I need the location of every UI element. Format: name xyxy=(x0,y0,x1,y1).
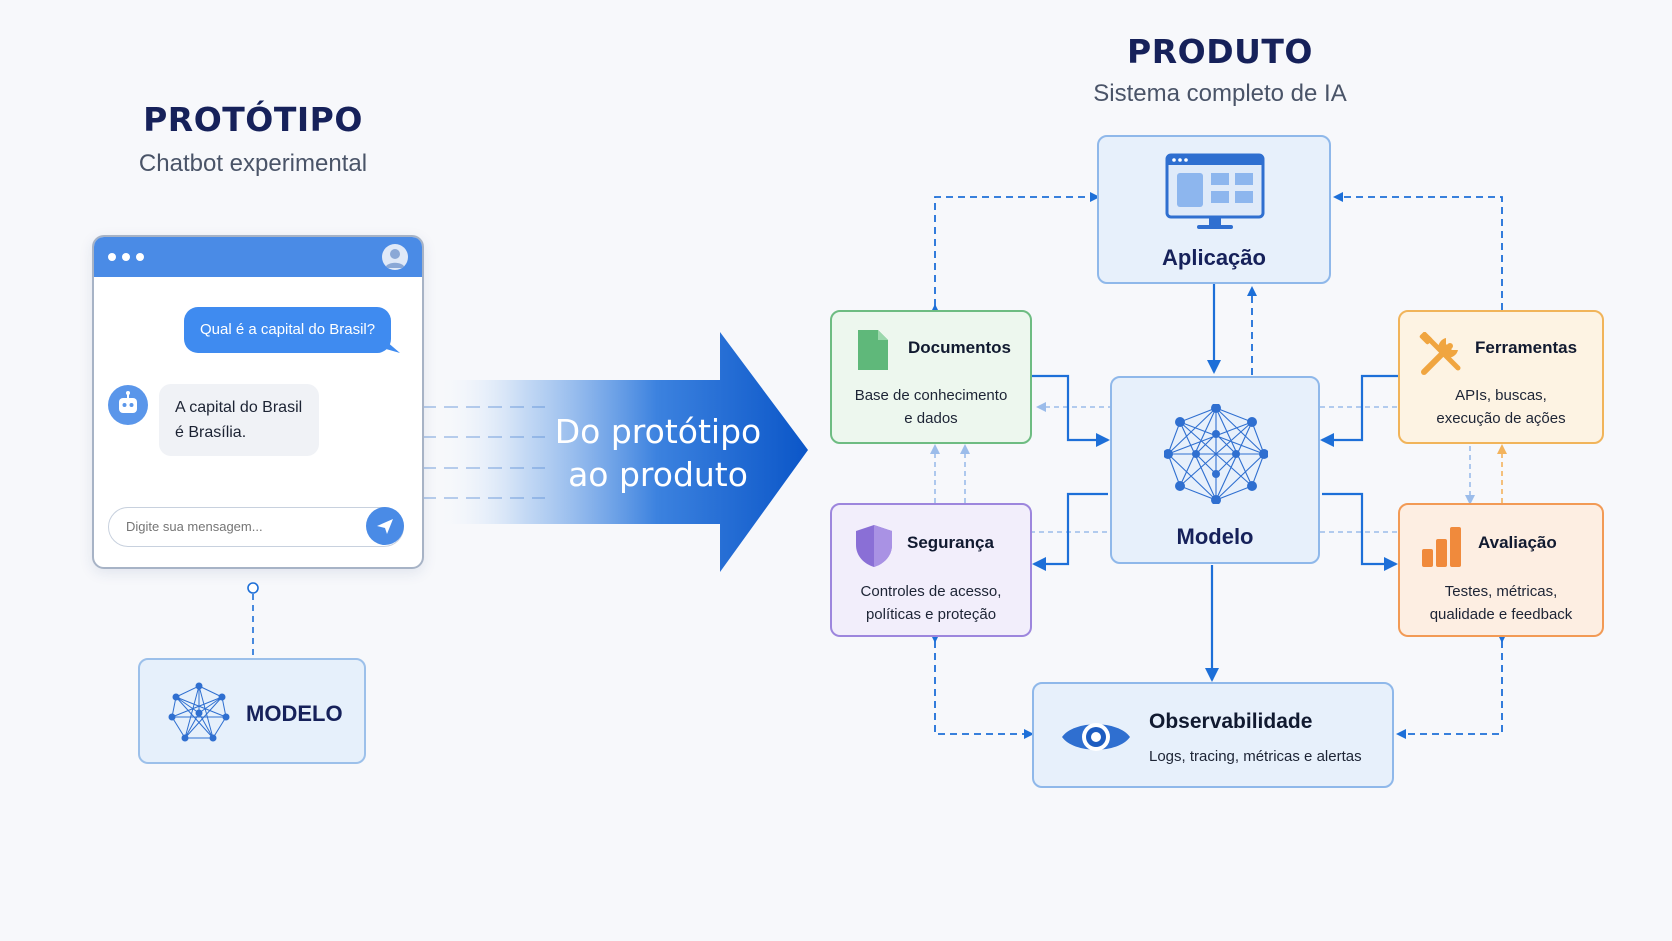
ferramentas-desc-line: execução de ações xyxy=(1436,410,1566,427)
window-dot-icon xyxy=(122,253,130,261)
avaliacao-desc-line: Testes, métricas, xyxy=(1444,583,1558,600)
user-message-bubble: Qual é a capital do Brasil? xyxy=(184,307,392,353)
dashed-loops xyxy=(930,192,1507,739)
node-observabilidade: Observabilidade Logs, tracing, métricas … xyxy=(1032,682,1394,788)
transition-label-line: Do protótipo xyxy=(554,412,762,451)
node-seguranca: Segurança Controles de acesso, políticas… xyxy=(830,503,1032,637)
bot-message-line: A capital do Brasil xyxy=(175,399,303,416)
avaliacao-desc: Testes, métricas, qualidade e feedback xyxy=(1400,580,1602,626)
node-aplicacao: Aplicação xyxy=(1097,135,1331,284)
prototype-model-link xyxy=(247,582,259,656)
transition-arrow xyxy=(422,332,808,572)
prototype-model-label: MODELO xyxy=(246,701,343,726)
send-icon xyxy=(377,519,393,534)
chat-window: Qual é a capital do Brasil? A capital do… xyxy=(92,235,424,569)
product-title: PRODUTO xyxy=(1127,32,1313,71)
shield-icon xyxy=(856,525,892,567)
application-window-icon xyxy=(1165,153,1265,229)
ferramentas-desc-line: APIs, buscas, xyxy=(1455,387,1547,404)
window-dot-icon xyxy=(136,253,144,261)
node-ferramentas: Ferramentas APIs, buscas, execução de aç… xyxy=(1398,310,1604,444)
chat-header xyxy=(94,237,422,277)
node-modelo: Modelo xyxy=(1110,376,1320,564)
transition-label-line: ao produto xyxy=(568,455,748,494)
modelo-title: Modelo xyxy=(1176,524,1254,549)
neural-network-icon xyxy=(168,682,230,742)
bar-chart-icon xyxy=(1422,527,1461,567)
window-dot-icon xyxy=(108,253,116,261)
observabilidade-title: Observabilidade xyxy=(1149,710,1313,733)
transition-label: Do protótipo ao produto xyxy=(548,410,768,496)
aplicacao-title: Aplicação xyxy=(1162,245,1266,270)
seguranca-desc-line: políticas e proteção xyxy=(865,606,997,623)
message-input-field[interactable] xyxy=(108,507,404,547)
documentos-desc: Base de conhecimento e dados xyxy=(832,384,1030,430)
ferramentas-desc: APIs, buscas, execução de ações xyxy=(1400,384,1602,430)
tools-icon xyxy=(1419,332,1461,375)
light-links xyxy=(930,402,1475,533)
product-subtitle: Sistema completo de IA xyxy=(1093,80,1347,107)
seguranca-desc-line: Controles de acesso, xyxy=(860,583,1002,600)
node-avaliacao: Avaliação Testes, métricas, qualidade e … xyxy=(1398,503,1604,637)
user-bubble-tail-icon xyxy=(386,341,400,353)
send-button[interactable] xyxy=(366,507,404,545)
neural-network-icon xyxy=(1164,404,1268,504)
seguranca-title: Segurança xyxy=(907,533,994,552)
ferramentas-title: Ferramentas xyxy=(1475,338,1578,357)
eye-icon xyxy=(1062,723,1130,751)
avaliacao-desc-line: qualidade e feedback xyxy=(1429,606,1573,623)
prototype-title: PROTÓTIPO xyxy=(143,100,363,139)
documentos-desc-line: e dados xyxy=(904,410,958,427)
solid-links xyxy=(1032,284,1398,682)
bot-message-line: é Brasília. xyxy=(175,424,247,441)
bot-message-bubble: A capital do Brasil é Brasília. xyxy=(159,384,319,456)
observabilidade-desc: Logs, tracing, métricas e alertas xyxy=(1149,748,1362,765)
documentos-desc-line: Base de conhecimento xyxy=(854,387,1008,404)
node-documentos: Documentos Base de conhecimento e dados xyxy=(830,310,1032,444)
avaliacao-title: Avaliação xyxy=(1478,533,1557,552)
user-avatar-icon[interactable] xyxy=(382,244,408,270)
bot-avatar-icon xyxy=(108,385,148,425)
prototype-model-box: MODELO xyxy=(138,658,366,764)
seguranca-desc: Controles de acesso, políticas e proteçã… xyxy=(832,580,1030,626)
message-input[interactable] xyxy=(124,518,348,535)
documentos-title: Documentos xyxy=(908,338,1011,357)
prototype-subtitle: Chatbot experimental xyxy=(138,150,368,177)
document-icon xyxy=(858,330,888,370)
